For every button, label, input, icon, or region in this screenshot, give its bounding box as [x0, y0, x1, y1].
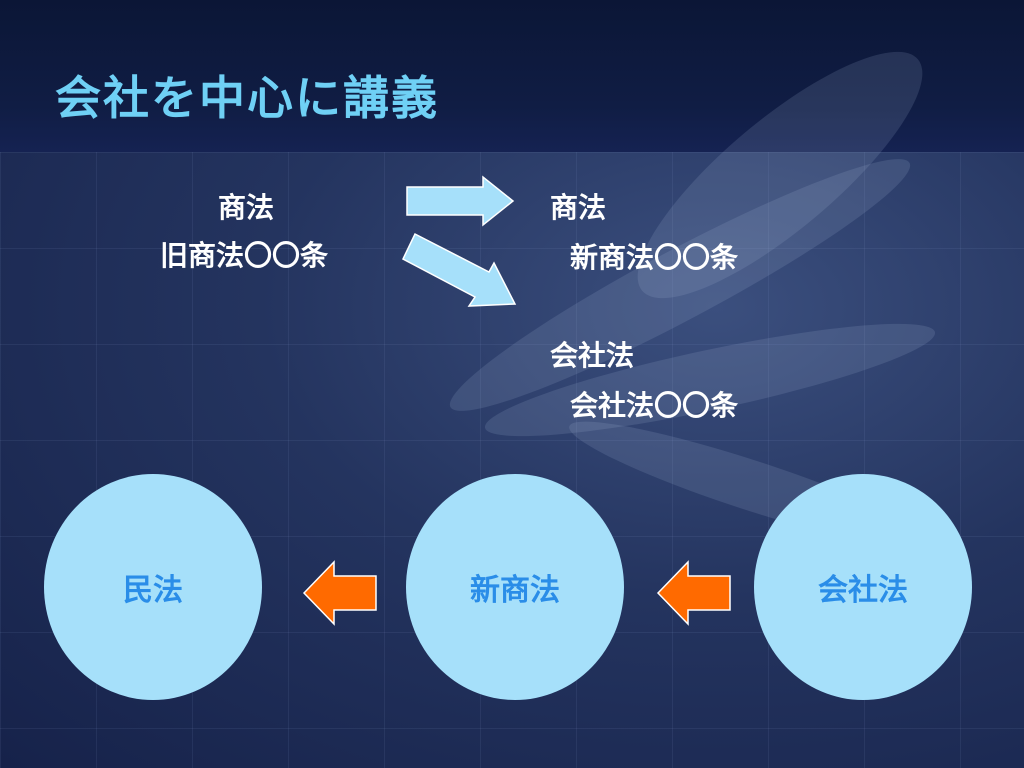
circle-new-commercial-law: 新商法	[406, 474, 624, 700]
company-law-article: 会社法〇〇条	[570, 389, 739, 422]
page-title: 会社を中心に講義	[55, 71, 439, 125]
circle-label: 新商法	[470, 573, 560, 608]
circle-company-law: 会社法	[754, 474, 972, 700]
old-law-heading: 商法	[218, 191, 275, 224]
arrow-to-company-law-icon	[402, 232, 517, 307]
arrow-to-new-commercial-icon	[406, 175, 515, 227]
new-commercial-heading: 商法	[550, 191, 607, 224]
old-law-article: 旧商法〇〇条	[160, 239, 329, 272]
circle-civil-law: 民法	[44, 474, 262, 700]
orange-arrow-left-icon	[656, 560, 731, 626]
circle-label: 会社法	[818, 573, 908, 608]
header-band	[0, 0, 1024, 152]
circle-label: 民法	[123, 573, 183, 608]
new-commercial-article: 新商法〇〇条	[570, 241, 739, 274]
company-law-heading: 会社法	[550, 339, 635, 372]
orange-arrow-left-icon	[302, 560, 377, 626]
